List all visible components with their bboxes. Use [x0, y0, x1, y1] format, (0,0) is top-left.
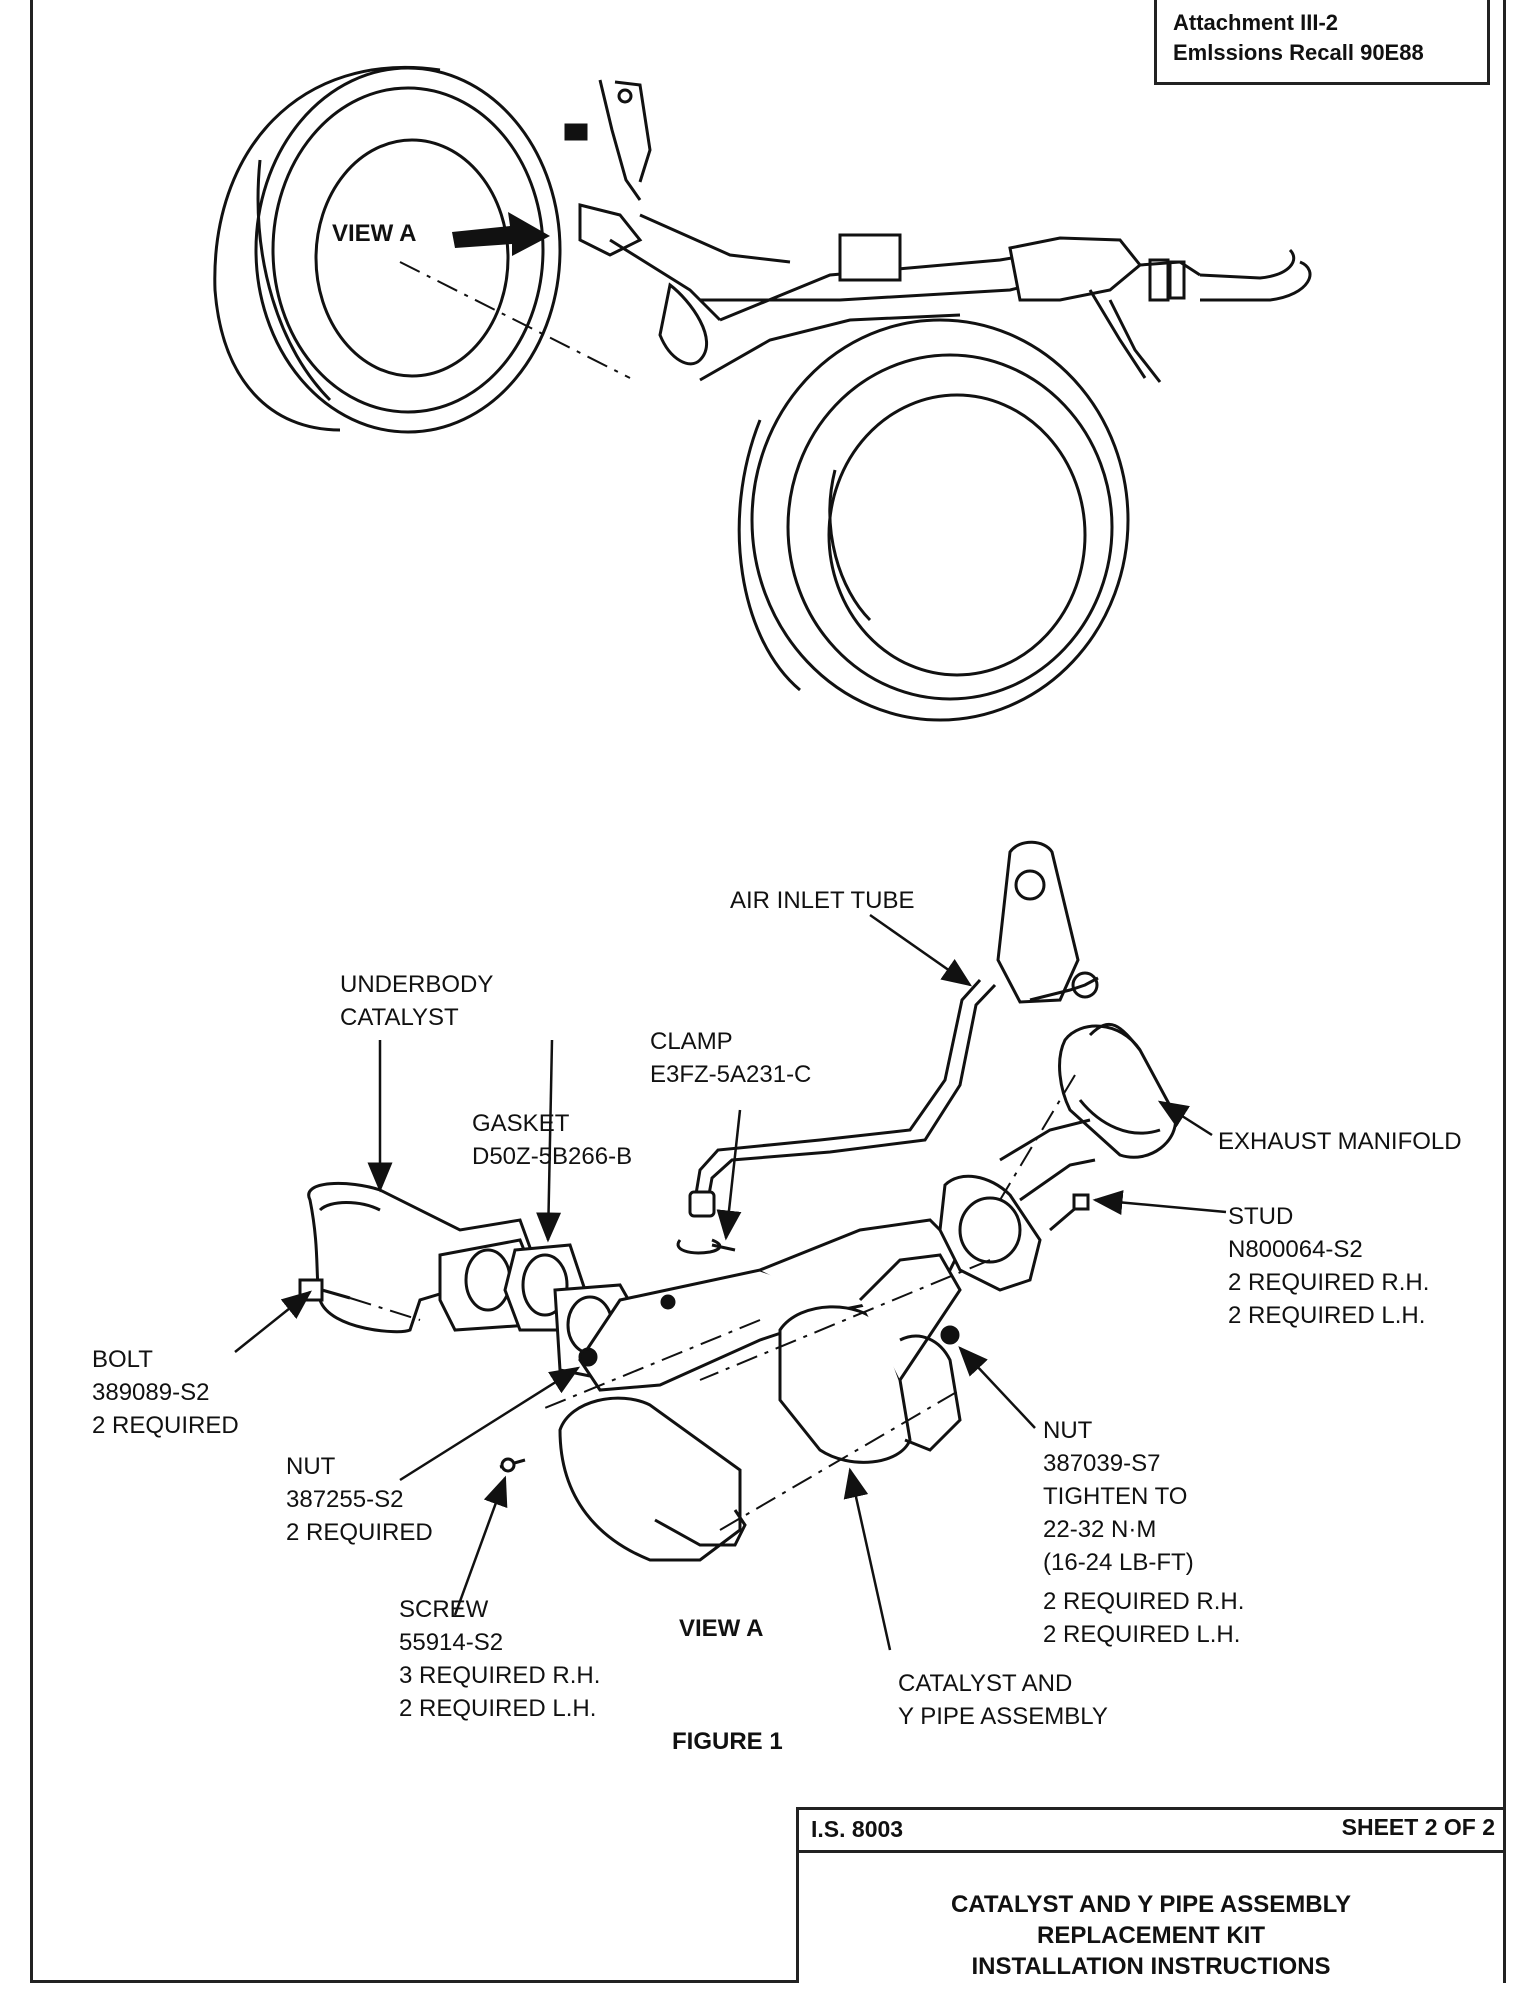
- label-screw: SCREW 55914-S2 3 REQUIRED R.H. 2 REQUIRE…: [399, 1593, 600, 1725]
- sheet-number: SHEET 2 OF 2: [1341, 1814, 1495, 1840]
- bolt-qty: 2 REQUIRED: [92, 1412, 239, 1439]
- title-line: REPLACEMENT KIT: [1037, 1922, 1265, 1949]
- title-block: I.S. 8003 SHEET 2 OF 2 CATALYST AND Y PI…: [796, 1807, 1503, 1983]
- label-stud: STUD N800064-S2 2 REQUIRED R.H. 2 REQUIR…: [1228, 1200, 1429, 1332]
- nut-left-line: NUT: [286, 1453, 336, 1480]
- bolt-line: BOLT: [92, 1346, 153, 1373]
- label-view-a: VIEW A: [679, 1615, 764, 1642]
- clamp-line: CLAMP: [650, 1028, 733, 1055]
- label-air-inlet-tube: AIR INLET TUBE: [730, 887, 915, 914]
- assembly-centerlines: [349, 1074, 1076, 1531]
- label-gasket: GASKET D50Z-5B266-B: [472, 1107, 632, 1173]
- document-title: CATALYST AND Y PIPE ASSEMBLY REPLACEMENT…: [799, 1853, 1503, 1982]
- view-a-arrow: [452, 212, 550, 256]
- nut-right-line: NUT: [1043, 1417, 1093, 1444]
- screw-qty-lh: 2 REQUIRED L.H.: [399, 1695, 597, 1722]
- nut-left-qty: 2 REQUIRED: [286, 1519, 433, 1546]
- left-wheel: [213, 65, 562, 434]
- page-frame: [30, 0, 1506, 1983]
- label-underbody-catalyst: UNDERBODY CATALYST: [340, 968, 493, 1034]
- screw-qty-rh: 3 REQUIRED R.H.: [399, 1662, 601, 1689]
- attachment-line-1: Attachment III-2: [1173, 10, 1339, 35]
- screw-left: [499, 1457, 526, 1473]
- screw-part-number: 55914-S2: [399, 1629, 504, 1656]
- leader-lines: [234, 913, 1227, 1651]
- figure-caption: FIGURE 1: [672, 1728, 783, 1755]
- nut-right-torque-nm: 22-32 N·M: [1043, 1516, 1157, 1543]
- clamp-part-number: E3FZ-5A231-C: [650, 1061, 812, 1088]
- gasket-part-number: D50Z-5B266-B: [472, 1143, 633, 1170]
- view-a-label: VIEW A: [332, 220, 416, 247]
- label-clamp: CLAMP E3FZ-5A231-C: [650, 1025, 811, 1091]
- label-catalyst-y-pipe: CATALYST AND Y PIPE ASSEMBLY: [898, 1667, 1108, 1733]
- view-a-centerline: [399, 261, 631, 379]
- top-exhaust-assembly: [564, 79, 1312, 383]
- right-wheel: [737, 318, 1130, 722]
- nut-right-qty-rh: 2 REQUIRED R.H.: [1043, 1588, 1245, 1615]
- gasket-line: GASKET: [472, 1110, 570, 1137]
- is-number: I.S. 8003: [811, 1816, 904, 1842]
- title-line: CATALYST AND Y PIPE ASSEMBLY: [950, 1891, 1352, 1918]
- stud-line: STUD: [1228, 1203, 1294, 1230]
- title-line: INSTALLATION INSTRUCTIONS: [971, 1953, 1331, 1980]
- stud-qty-lh: 2 REQUIRED L.H.: [1228, 1302, 1426, 1329]
- label-nut-left: NUT 387255-S2 2 REQUIRED: [286, 1450, 433, 1549]
- stud-qty-rh: 2 REQUIRED R.H.: [1228, 1269, 1430, 1296]
- bolt-part-number: 389089-S2: [92, 1379, 210, 1406]
- nut-right-torque-lbft: (16-24 LB-FT): [1043, 1549, 1194, 1576]
- attachment-box: Attachment III-2 Emlssions Recall 90E88: [1154, 0, 1490, 85]
- title-block-header: I.S. 8003 SHEET 2 OF 2: [799, 1810, 1503, 1853]
- nut-right-part-number: 387039-S7: [1043, 1450, 1161, 1477]
- stud-right: [1049, 1193, 1090, 1232]
- exploded-assembly: [298, 840, 1177, 1562]
- catalyst-y-pipe-line: CATALYST AND: [898, 1670, 1073, 1697]
- label-nut-right: NUT 387039-S7 TIGHTEN TO 22-32 N·M (16-2…: [1043, 1414, 1244, 1651]
- label-exhaust-manifold: EXHAUST MANIFOLD: [1218, 1128, 1462, 1155]
- attachment-line-2: Emlssions Recall 90E88: [1173, 40, 1424, 65]
- label-bolt: BOLT 389089-S2 2 REQUIRED: [92, 1343, 239, 1442]
- nut-left-part-number: 387255-S2: [286, 1486, 404, 1513]
- underbody-catalyst-line: CATALYST: [340, 1004, 459, 1031]
- nut-right-torque: TIGHTEN TO: [1043, 1483, 1188, 1510]
- stud-part-number: N800064-S2: [1228, 1236, 1363, 1263]
- screw-line: SCREW: [399, 1596, 489, 1623]
- catalyst-y-pipe-line: Y PIPE ASSEMBLY: [898, 1703, 1108, 1730]
- underbody-catalyst-line: UNDERBODY: [340, 971, 494, 998]
- nut-right-qty-lh: 2 REQUIRED L.H.: [1043, 1621, 1241, 1648]
